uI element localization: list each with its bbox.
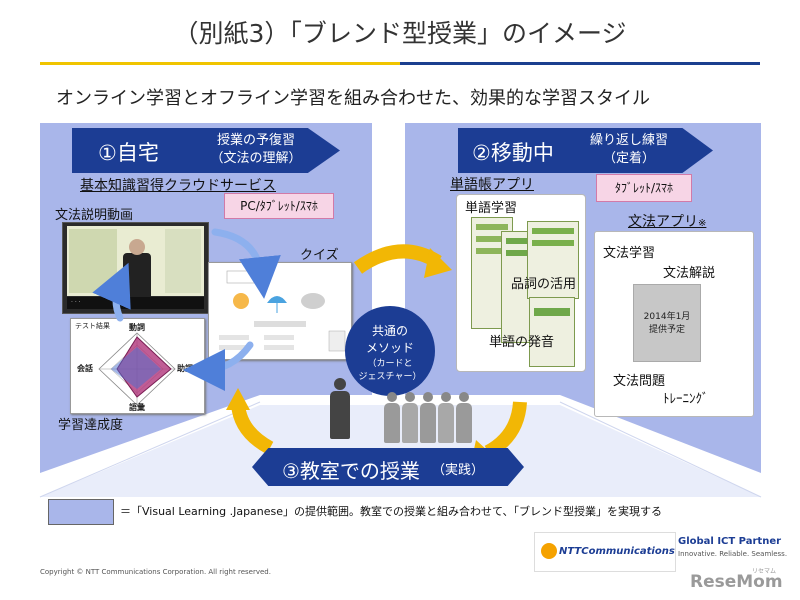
radar-title: テスト結果 (75, 322, 110, 330)
cloud-service-label: 基本知識習得クラウドサービス (80, 178, 276, 194)
title-divider (40, 62, 760, 65)
vocab-app-panel: 単語学習 品詞の活用 単語の発音 (456, 194, 586, 372)
legend-text: ＝「Visual Learning .Japanese」の提供範囲。教室での授業… (120, 505, 662, 518)
global-ict-partner: Global ICT Partner (678, 536, 782, 547)
vocab-item-conjugation: 品詞の活用 (511, 277, 577, 292)
grammar-app-name: 文法アプリ (628, 214, 698, 230)
mobile-banner: ②移動中 繰り返し練習 （定着） (458, 128, 713, 173)
resemom-kana: リセマム (752, 568, 777, 575)
method-line-4: ジェスチャー） (358, 372, 422, 382)
home-banner-sub-2: （文法の理解） (210, 151, 302, 166)
radar-axis-vocab: 語彙 (129, 403, 145, 412)
ntt-logo-text: NTTCommunications (559, 546, 675, 557)
radar-axis-verb: 動詞 (129, 323, 145, 332)
copyright: Copyright © NTT Communications Corporati… (40, 568, 271, 576)
grammar-explain-label: 文法解説 (663, 266, 716, 281)
resemom-text: ReseMom (690, 572, 783, 592)
tagline: Innovative. Reliable. Seamless. (678, 550, 788, 558)
release-status: 提供予定 (648, 325, 685, 335)
radar-chart (98, 332, 176, 406)
grammar-app-note: ※ (698, 218, 707, 229)
method-line-3: （カードと (367, 359, 413, 369)
mobile-banner-title: ②移動中 (472, 141, 554, 165)
classroom-banner-sub: （実践） (432, 463, 485, 478)
vocab-item-study: 単語学習 (465, 201, 518, 216)
grammar-app-panel: 文法学習 文法解説 2014年1月 提供予定 文法問題 ﾄﾚｰﾆﾝｸﾞ (594, 231, 754, 417)
mobile-banner-sub-2: （定着） (602, 151, 655, 166)
grammar-app-label: 文法アプリ※ (628, 211, 706, 231)
classroom-banner: ③教室での授業 （実践） (252, 448, 524, 486)
grammar-training-label-2: ﾄﾚｰﾆﾝｸﾞ (663, 392, 709, 407)
teacher-silhouette (325, 378, 355, 440)
legend-swatch (48, 499, 114, 525)
progress-label: 学習達成度 (58, 418, 124, 433)
mobile-banner-sub-1: 繰り返し練習 (589, 133, 668, 148)
progress-radar-card: テスト結果 動詞 助詞 語彙 会話 (70, 318, 205, 414)
device-tag-mobile: ﾀﾌﾞﾚｯﾄ/ｽﾏﾎ (596, 174, 692, 202)
grammar-training-label-1: 文法問題 (613, 374, 666, 389)
students-silhouettes (383, 392, 493, 444)
phone-screenshot-3 (527, 221, 579, 299)
page-subtitle: オンライン学習とオフライン学習を組み合わせた、効果的な学習スタイル (56, 88, 650, 109)
method-line-2: メソッド (365, 341, 414, 355)
grammar-video-thumbnail: · · · (62, 222, 209, 314)
radar-axis-conversation: 会話 (77, 364, 93, 373)
grammar-study-label: 文法学習 (603, 246, 656, 261)
release-placeholder: 2014年1月 提供予定 (633, 284, 701, 362)
page-title: （別紙3）「ブレンド型授業」のイメージ (173, 19, 627, 48)
resemom-logo: リセマム ReseMom (690, 566, 790, 596)
vocab-app-label: 単語帳アプリ (450, 177, 534, 193)
home-banner: ①自宅 授業の予復習 （文法の理解） (72, 128, 340, 173)
home-banner-title: ①自宅 (98, 141, 159, 165)
ntt-logo: NTTCommunications (534, 532, 676, 572)
release-date: 2014年1月 (643, 312, 691, 322)
home-banner-sub-1: 授業の予復習 (216, 133, 295, 148)
video-label: 文法説明動画 (55, 208, 134, 223)
common-method-circle: 共通の メソッド （カードと ジェスチャー） (345, 306, 435, 396)
vocab-item-pronunciation: 単語の発音 (489, 335, 555, 350)
quiz-label: クイズ (300, 248, 339, 263)
phone-screenshot-4 (529, 297, 575, 367)
method-line-1: 共通の (371, 324, 408, 338)
ntt-logo-mark (541, 543, 557, 559)
device-tag-pc: PC/ﾀﾌﾞﾚｯﾄ/ｽﾏﾎ (224, 193, 334, 219)
classroom-banner-title: ③教室での授業 (282, 459, 420, 483)
